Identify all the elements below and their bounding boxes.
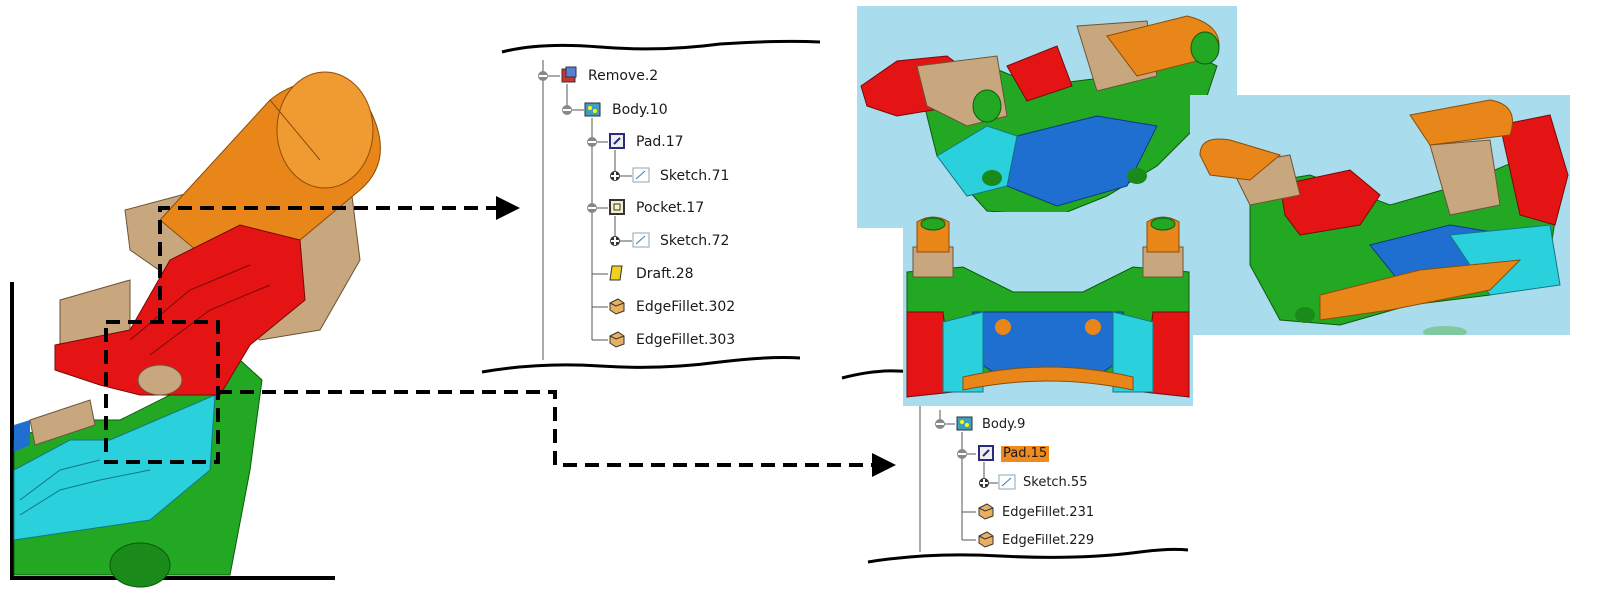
tree-node-body-9[interactable]: Body.9 bbox=[982, 417, 1026, 432]
tree-node-pad-17[interactable]: Pad.17 bbox=[636, 134, 684, 150]
body-icon bbox=[956, 416, 973, 431]
tree-bottom-toggles bbox=[935, 419, 989, 488]
tree-node-edgefillet-229[interactable]: EdgeFillet.229 bbox=[1002, 533, 1095, 548]
body-icon bbox=[584, 102, 601, 117]
render-panel-top bbox=[857, 6, 1237, 228]
leader-line-bottom bbox=[218, 390, 875, 467]
tree-top-toggles bbox=[538, 71, 620, 246]
tree-node-sketch-71[interactable]: Sketch.71 bbox=[660, 168, 730, 184]
tree-node-draft-28[interactable]: Draft.28 bbox=[636, 266, 694, 282]
tree-node-pad-15[interactable]: Pad.15 bbox=[1001, 446, 1050, 462]
red-top-face bbox=[54, 224, 306, 396]
sketch-icon bbox=[632, 232, 650, 248]
tree-bottom-border-bottom bbox=[867, 547, 1189, 564]
edgefillet-icon bbox=[609, 331, 625, 348]
leader-line-top bbox=[158, 206, 500, 322]
tree-top-border-bottom bbox=[481, 356, 801, 374]
tree-top-border-top bbox=[501, 39, 821, 54]
pocket-icon bbox=[609, 199, 625, 215]
tree-node-body-10[interactable]: Body.10 bbox=[612, 102, 668, 118]
sketch-icon bbox=[998, 474, 1016, 490]
tree-node-sketch-72[interactable]: Sketch.72 bbox=[660, 233, 730, 249]
tree-node-sketch-55[interactable]: Sketch.55 bbox=[1023, 475, 1088, 490]
caliper-render-front bbox=[906, 216, 1190, 398]
pad-icon bbox=[609, 133, 625, 149]
tree-node-edgefillet-231[interactable]: EdgeFillet.231 bbox=[1002, 505, 1095, 520]
edgefillet-icon bbox=[978, 531, 994, 548]
edgefillet-icon bbox=[978, 503, 994, 520]
arrowhead-bottom bbox=[872, 453, 896, 477]
render-panel-right bbox=[1190, 95, 1570, 338]
caliper-render-right bbox=[1199, 99, 1569, 338]
tree-node-pocket-17[interactable]: Pocket.17 bbox=[636, 200, 705, 216]
bolt-hole bbox=[109, 542, 171, 588]
edgefillet-icon bbox=[609, 298, 625, 315]
sketch-icon bbox=[632, 167, 650, 183]
arrowhead-top bbox=[496, 196, 520, 220]
tree-node-edgefillet-303[interactable]: EdgeFillet.303 bbox=[636, 332, 736, 348]
remove-icon bbox=[561, 66, 577, 83]
tree-node-edgefillet-302[interactable]: EdgeFillet.302 bbox=[636, 299, 736, 315]
render-panel-front bbox=[903, 212, 1193, 406]
tree-top-connectors bbox=[542, 60, 632, 360]
cyan-fillet-face bbox=[13, 394, 216, 541]
caliper-render-top bbox=[860, 15, 1220, 217]
tree-node-remove-2[interactable]: Remove.2 bbox=[588, 68, 659, 84]
pad-icon bbox=[978, 445, 994, 461]
draft-icon bbox=[609, 265, 623, 281]
tan-block-lower bbox=[29, 399, 96, 446]
